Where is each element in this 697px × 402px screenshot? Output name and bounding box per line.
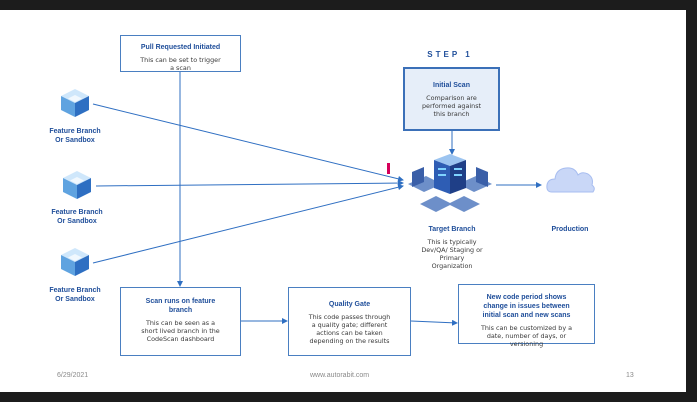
- footer-page-number: 13: [626, 372, 634, 379]
- pull-request-box: Pull Requested Initiated This can be set…: [120, 35, 241, 72]
- cube-stack-icon: [61, 89, 89, 117]
- arrow-source2-target: [95, 180, 404, 187]
- quality-gate-title: Quality Gate: [328, 301, 371, 308]
- arrow-gate-newcode: [410, 319, 458, 326]
- footer-url: www.autorabit.com: [310, 372, 370, 379]
- pull-request-title: Pull Requested Initiated: [140, 44, 221, 51]
- arrow-source1-target: [92, 103, 404, 182]
- step-label: STEP 1: [427, 50, 473, 59]
- footer-date: 6/29/2021: [57, 372, 89, 379]
- target-branch-title: Target Branch: [428, 226, 476, 233]
- cube-stack-icon: [63, 171, 91, 199]
- server-laptops-icon: [408, 154, 492, 212]
- initial-scan-title: Initial Scan: [433, 82, 470, 89]
- connectors: [92, 72, 542, 326]
- production-label: Production: [551, 226, 589, 233]
- slide-marker: [387, 163, 390, 174]
- cube-stack-icon: [61, 248, 89, 276]
- arrow-source3-target: [92, 184, 404, 264]
- cloud-icon: [546, 167, 595, 193]
